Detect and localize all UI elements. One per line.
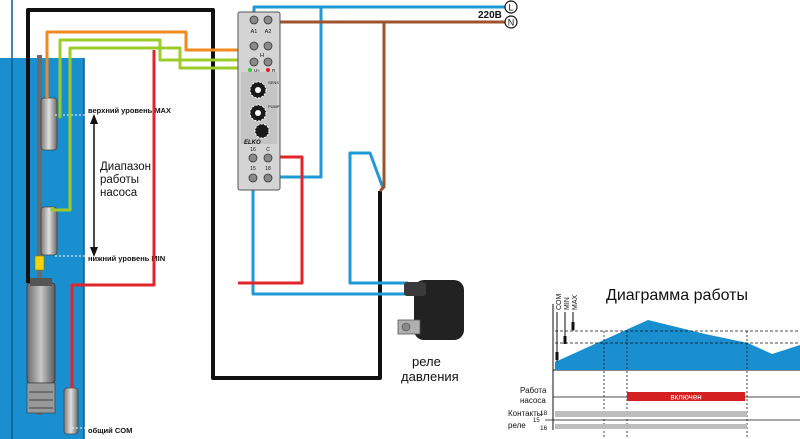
max-float [40, 97, 58, 151]
contacts-row-label-1: Контакты [508, 409, 543, 418]
contacts-row-label-2: реле [508, 421, 526, 430]
terminal-16-label: 16 [250, 147, 256, 153]
wire-lime-min [58, 38, 253, 118]
pump-on-label: включен [670, 393, 701, 402]
contact-16-bar [555, 424, 627, 429]
water-level-curve [555, 320, 800, 370]
sens-knob-center [255, 87, 261, 93]
contact-16-label: 16 [540, 425, 548, 432]
max-level-label: верхний уровень MAX [88, 106, 171, 115]
wire-brown-down [378, 22, 386, 193]
screw-m [263, 41, 273, 51]
min-level-label: нижний уровень MIN [88, 254, 165, 263]
terminal-l [504, 0, 518, 14]
range-label-3: насоса [100, 187, 138, 199]
range-label-2: работы [100, 174, 139, 186]
com-label: COM [556, 294, 563, 311]
wire-blue-to-pressure [268, 7, 323, 179]
submersible-pump [26, 282, 56, 384]
range-arrow-head-top [90, 114, 98, 124]
pump-row-label-2: насоса [520, 396, 546, 405]
screw-a2 [263, 15, 273, 25]
timing-diagram: Диаграмма работы COM MIN MAX Работа насо… [508, 287, 800, 439]
level-relay-module: A1 A2 H U≈ R SENS PUMP ELKO 16 C 15 18 [237, 11, 281, 191]
com-probe [63, 387, 79, 435]
terminal-18-label: 18 [265, 166, 271, 172]
com-probe-tip [555, 352, 559, 360]
screw-l2 [263, 57, 273, 67]
terminal-a1-label: A1 [251, 29, 258, 35]
pressure-switch-body [414, 280, 464, 340]
range-arrow-head-bottom [90, 247, 98, 257]
pressure-switch: реле давления [397, 280, 464, 384]
probe-rod [37, 55, 42, 415]
max-probe-tip [571, 322, 575, 330]
screw-15 [248, 173, 258, 183]
screw-l [249, 57, 259, 67]
contact-15-label: 15 [533, 418, 540, 424]
contact-18-label: 18 [540, 410, 548, 417]
pressure-switch-nut [401, 322, 411, 332]
power-led-label: U≈ [254, 68, 260, 73]
screw-16 [248, 153, 258, 163]
wire-lime-min-2 [50, 46, 253, 212]
range-label-1: Диапазон [100, 161, 151, 173]
pump-label: PUMP [268, 104, 280, 109]
timing-title: Диаграмма работы [606, 287, 748, 304]
pump-cap [30, 278, 52, 286]
voltage-label: 220В [478, 10, 502, 21]
terminal-15-label: 15 [250, 166, 256, 172]
well: верхний уровень MAX нижний уровень MIN о… [0, 0, 171, 439]
wire-blue-l [252, 5, 505, 18]
sens-label: SENS [268, 80, 279, 85]
wire-black-pump [26, 8, 382, 380]
pump-row-label-1: Работа [520, 386, 547, 395]
relay-led-label: R [272, 68, 276, 73]
contact-18-bar [555, 411, 627, 417]
pressure-switch-label-2: давления [401, 369, 459, 384]
terminal-l-label: L [508, 3, 513, 13]
terminal-h-label: H [260, 53, 264, 59]
wire-blue-relay-out [251, 183, 408, 296]
pressure-switch-cover [404, 282, 426, 296]
contact-16-bar [627, 424, 747, 429]
screw-a1 [249, 15, 259, 25]
screw-c [263, 153, 273, 163]
wire-blue-pressure-loop [348, 151, 408, 285]
terminal-c-label: C [266, 147, 270, 153]
com-level-label: общий COM [88, 426, 132, 435]
screw-h [249, 41, 259, 51]
terminal-n [504, 15, 518, 29]
terminal-a2-label: A2 [265, 29, 272, 35]
power-led [248, 68, 252, 72]
probe-clamp [34, 255, 45, 271]
brand-logo: ELKO [244, 140, 261, 146]
min-label: MIN [564, 297, 571, 310]
contact-18-bar [627, 411, 747, 417]
max-label: MAX [572, 295, 579, 311]
pressure-switch-label-1: реле [412, 354, 441, 369]
terminal-n-label: N [508, 18, 515, 28]
wires [26, 5, 505, 388]
supply-terminals: L N 220В [478, 0, 518, 29]
min-float [40, 206, 58, 256]
min-probe-tip [563, 336, 567, 344]
wire-red-com [70, 50, 156, 388]
pump-knob-center [255, 110, 261, 116]
screw-18 [263, 173, 273, 183]
wire-red-relay [238, 155, 304, 285]
pump-on-bar [627, 392, 745, 401]
wire-orange-max [45, 30, 253, 98]
relay-led [266, 68, 270, 72]
mode-knob [254, 123, 270, 139]
